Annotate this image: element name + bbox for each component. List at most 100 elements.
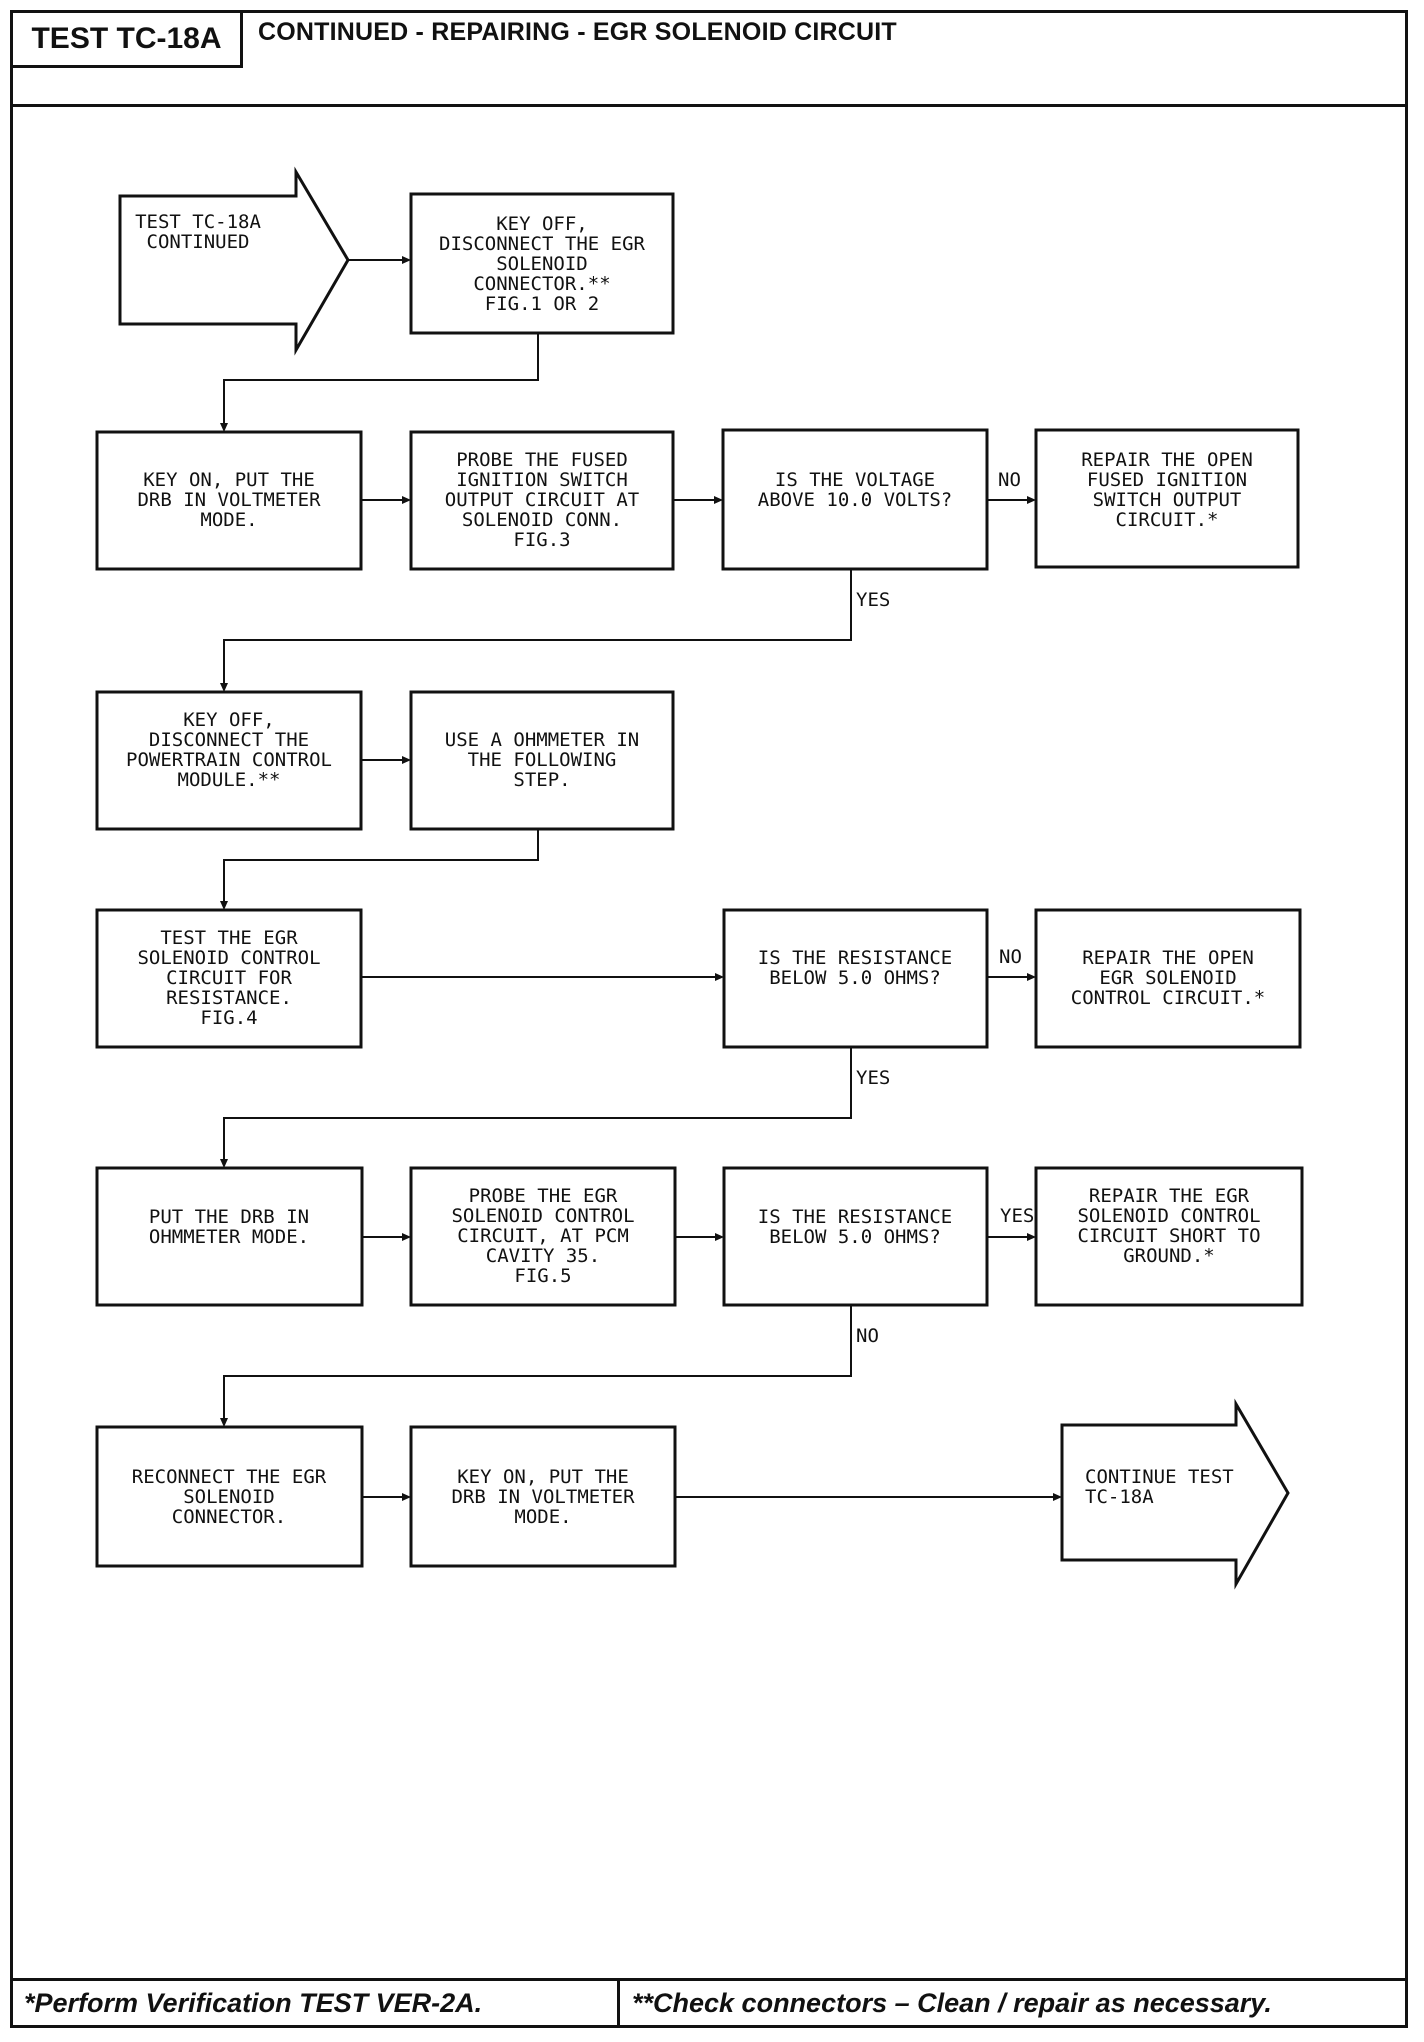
text-line: REPAIR THE OPEN [1082, 947, 1254, 969]
connector-short-no [223, 1305, 852, 1420]
arrowhead [402, 496, 411, 504]
label-yes: YES [856, 1067, 890, 1089]
text-line: IGNITION SWITCH [456, 469, 628, 491]
text-line: TEST THE EGR [160, 927, 298, 949]
text-line: DISCONNECT THE [149, 729, 309, 751]
text-line: FUSED IGNITION [1087, 469, 1247, 491]
text-line: THE FOLLOWING [468, 749, 617, 771]
text-line: FIG.1 OR 2 [485, 293, 599, 315]
text-line: KEY ON, PUT THE [457, 1466, 629, 1488]
box-drb-ohmmeter-shape [95, 1166, 364, 1307]
box-key-off-shape [409, 192, 675, 335]
text-line: CONNECTOR. [172, 1506, 286, 1528]
decision-resistance-open-shape [722, 908, 989, 1049]
text-line: GROUND.* [1123, 1245, 1215, 1267]
arrowhead [402, 1233, 411, 1241]
text-line: SOLENOID CONTROL [1077, 1205, 1260, 1227]
text-line: STEP. [513, 769, 570, 791]
connector-resistance-yes [223, 1047, 852, 1161]
text-line: DRB IN VOLTMETER [137, 489, 321, 511]
connector-key-off-to-key-on [223, 333, 539, 425]
text-line: ABOVE 10.0 VOLTS? [758, 489, 952, 511]
text-line: SOLENOID [183, 1486, 275, 1508]
arrowhead [715, 973, 724, 981]
text-line: SWITCH OUTPUT [1093, 489, 1242, 511]
text-line: MODE. [514, 1506, 571, 1528]
text-line: KEY OFF, [183, 709, 275, 731]
arrowhead [220, 423, 228, 432]
footer-divider [13, 1978, 1405, 1981]
text-line: FIG.3 [513, 529, 570, 551]
text-line: MODE. [200, 509, 257, 531]
text-line: REPAIR THE OPEN [1081, 449, 1253, 471]
text-line: KEY OFF, [496, 213, 588, 235]
text-line: CONNECTOR.** [473, 273, 610, 295]
text-line: SOLENOID CONTROL [451, 1205, 634, 1227]
text-line: CIRCUIT SHORT TO [1077, 1225, 1260, 1247]
text-line: CONTROL CIRCUIT.* [1071, 987, 1265, 1009]
text-line: CONTINUE TEST [1085, 1466, 1234, 1488]
text-line: CIRCUIT FOR [166, 967, 292, 989]
box-probe-control-shape [409, 1166, 677, 1307]
box-key-on-voltmeter-shape [95, 430, 363, 571]
arrowhead [402, 756, 411, 764]
label-yes: YES [856, 589, 890, 611]
text-line: RECONNECT THE EGR [132, 1466, 327, 1488]
page-title: CONTINUED - REPAIRING - EGR SOLENOID CIR… [258, 18, 897, 46]
arrowhead [220, 901, 228, 910]
start-arrow-shape [118, 166, 350, 356]
label-no: NO [998, 469, 1021, 491]
text-line: BELOW 5.0 OHMS? [769, 967, 941, 989]
arrowhead [402, 256, 411, 264]
text-line: IS THE VOLTAGE [775, 469, 935, 491]
text-line: KEY ON, PUT THE [143, 469, 315, 491]
text-line: TC-18A [1085, 1486, 1154, 1508]
text-line: SOLENOID [496, 253, 588, 275]
text-line: IS THE RESISTANCE [758, 1206, 952, 1228]
text-line: CIRCUIT.* [1116, 509, 1219, 531]
box-probe-fused-shape [409, 430, 675, 571]
label-yes: YES [1000, 1205, 1034, 1227]
page-frame [10, 10, 1408, 2028]
text-line: EGR SOLENOID [1099, 967, 1236, 989]
arrowhead [1053, 1493, 1062, 1501]
decision-resistance-short-shape [722, 1166, 989, 1307]
arrowhead [1027, 973, 1036, 981]
arrowhead [220, 1159, 228, 1168]
arrowhead [714, 496, 723, 504]
text-line: MODULE.** [178, 769, 281, 791]
arrowhead [715, 1233, 724, 1241]
arrowhead [220, 683, 228, 692]
text-line: FIG.5 [514, 1265, 571, 1287]
label-no: NO [999, 946, 1022, 968]
text-line: PUT THE DRB IN [149, 1206, 309, 1228]
test-id: TEST TC-18A [13, 13, 243, 68]
text-line: REPAIR THE EGR [1089, 1185, 1250, 1207]
box-test-control-shape [95, 908, 363, 1049]
arrowhead [220, 1418, 228, 1427]
text-line: OHMMETER MODE. [149, 1226, 309, 1248]
header-divider [13, 104, 1405, 107]
text-line: RESISTANCE. [166, 987, 292, 1009]
connector-ohmmeter-to-test [223, 829, 539, 903]
arrowhead [402, 1493, 411, 1501]
text-line: BELOW 5.0 OHMS? [769, 1226, 941, 1248]
footnote-connectors: **Check connectors – Clean / repair as n… [632, 1988, 1272, 2018]
text-line: OUTPUT CIRCUIT AT [445, 489, 639, 511]
box-use-ohmmeter-shape [409, 690, 675, 831]
text-line: USE A OHMMETER IN [445, 729, 639, 751]
repair-open-control-shape [1034, 908, 1302, 1049]
text-line: PROBE THE EGR [469, 1185, 618, 1207]
text-line: CONTINUED [147, 231, 250, 253]
